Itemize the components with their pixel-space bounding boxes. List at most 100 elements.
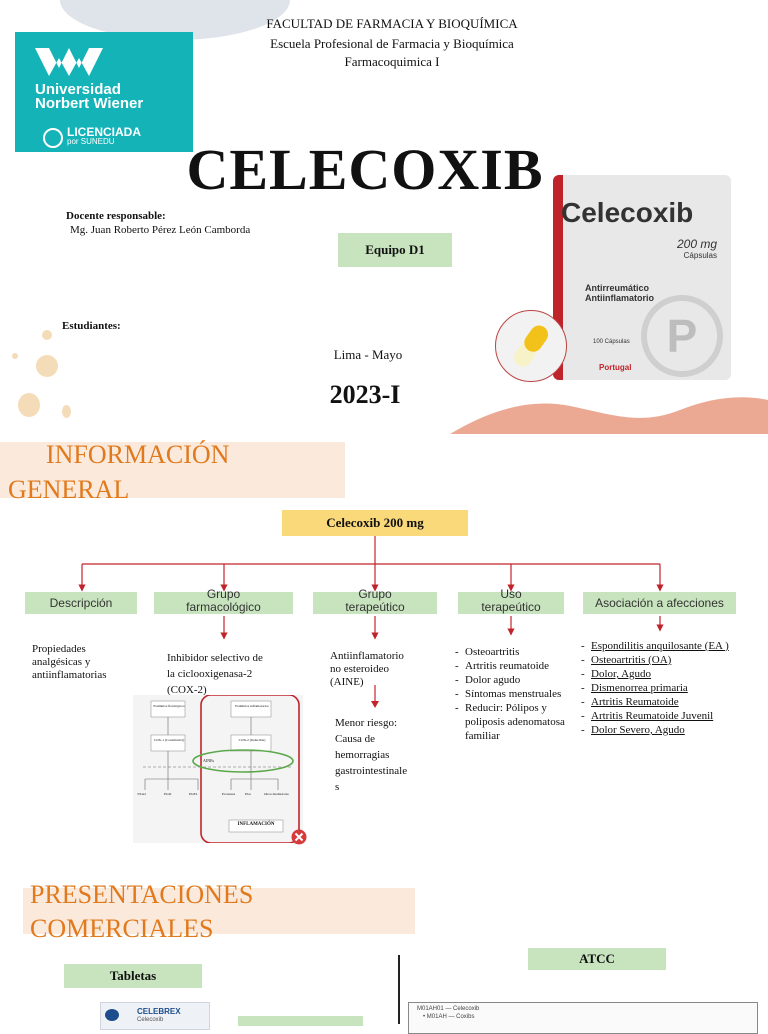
box-brand: Celecoxib (561, 197, 694, 228)
list-item: Artritis Reumatoide (581, 695, 741, 709)
flow-root: Celecoxib 200 mg (282, 510, 468, 536)
afeccion-label: Espondilitis anquilosante (EA ) (591, 640, 729, 652)
atcc-label: ATCC (528, 948, 666, 970)
descripcion-line: Propiedades (32, 643, 86, 655)
logo-licensed-line1: LICENCIADA (67, 125, 141, 139)
afecciones-list: Espondilitis anquilosante (EA ) Osteoart… (581, 639, 741, 737)
grupo-farmacologico-line: Inhibidor selectivo de (167, 652, 263, 664)
atcc-line: M01AH01 — Celecoxib (417, 1006, 480, 1012)
section-presentaciones-bg (23, 888, 415, 934)
diagram-bottom-left-1: TXA2 (137, 792, 146, 796)
tabletas-label: Tabletas (64, 964, 202, 988)
box-indication-2: Antiinflamatorio (585, 293, 654, 303)
diagram-inflammation-box: INFLAMACIÓN (237, 822, 275, 827)
logo-university-line1: Universidad (35, 81, 121, 98)
green-label-partial (238, 1016, 363, 1026)
capsule-image (495, 310, 567, 382)
flow-box-label: farmacológico (186, 600, 261, 614)
decorative-dot (42, 330, 52, 340)
flow-box-label: Descripción (49, 596, 113, 610)
flow-box-grupo-terapeutico: Grupo terapeútico (313, 588, 437, 614)
university-logo: Universidad Norbert Wiener LICENCIADA po… (15, 32, 193, 152)
celebrex-brand: CELEBREX (137, 1007, 181, 1016)
logo-university-line2: Norbert Wiener (35, 95, 144, 112)
teacher-label: Docente responsable: (66, 210, 166, 222)
flow-connectors (78, 536, 664, 640)
grupo-farmacologico-text: Inhibidor selectivo de la ciclooxigenasa… (167, 650, 302, 698)
diagram-oval-label: AINEs (203, 758, 215, 763)
flow-box-asociacion: Asociación a afecciones (583, 592, 736, 614)
celecoxib-box-image: Celecoxib 200 mg Cápsulas Antirreumático… (553, 175, 731, 380)
afeccion-label: Dolor Severo, Agudo (591, 724, 685, 736)
decorative-dot (12, 353, 18, 359)
grupo-farmacologico-line: (COX-2) (167, 684, 207, 696)
flow-box-label: Grupo (206, 587, 241, 601)
grupo-terapeutico-line: no esteroideo (330, 663, 389, 675)
descripcion-line: analgésicas y (32, 656, 91, 668)
section-info-bg (0, 442, 345, 498)
teacher-name: Mg. Juan Roberto Pérez León Camborda (70, 224, 251, 236)
list-item: Espondilitis anquilosante (EA ) (581, 639, 741, 653)
list-item: Dolor agudo (455, 673, 565, 687)
list-item: Osteoartritis (455, 645, 565, 659)
afeccion-label: Artritis Reumatoide (591, 696, 679, 708)
menor-riesgo-text: Menor riesgo: Causa de hemorragias gastr… (335, 715, 425, 795)
box-red-stripe (553, 175, 563, 380)
grupo-farmacologico-line: la ciclooxigenasa-2 (167, 668, 253, 680)
faculty-title: FACULTAD DE FARMACIA Y BIOQUÍMICA (266, 16, 518, 31)
afeccion-label: Dolor, Agudo (591, 668, 652, 680)
diagram-left-mid: COX-1 (Constitutiva) (153, 738, 185, 742)
course-title: Farmacoquimica I (344, 54, 440, 69)
decorative-wave (450, 397, 768, 434)
box-form: Cápsulas (683, 251, 717, 260)
list-item: Osteoartritis (OA) (581, 653, 741, 667)
decorative-dot (62, 405, 71, 418)
menor-riesgo-line: s (335, 781, 340, 793)
list-item: Artritis Reumatoide Juvenil (581, 709, 741, 723)
flow-box-label: Grupo (358, 587, 392, 601)
grupo-terapeutico-line: Antiinflamatorio (330, 650, 404, 662)
pfizer-logo-icon (105, 1009, 119, 1021)
section-presentaciones-title-line2: COMERCIALES (30, 914, 214, 943)
flow-box-label: Asociación a afecciones (595, 596, 724, 610)
flow-box-label: terapeútico (481, 600, 541, 614)
menor-riesgo-line: gastrointestinale (335, 765, 408, 777)
flow-box-grupo-farmacologico: Grupo farmacológico (154, 588, 293, 614)
menor-riesgo-line: Causa de (335, 733, 376, 745)
section-info-title-line1: INFORMACIÓN (46, 440, 230, 469)
university-mark-icon (35, 48, 103, 76)
descripcion-line: antiinflamatorias (32, 669, 107, 681)
afeccion-label: Dismenorrea primaria (591, 682, 688, 694)
students-label: Estudiantes: (62, 320, 121, 332)
flow-box-descripcion: Descripción (25, 592, 137, 614)
close-x-icon (291, 829, 307, 845)
list-item: Dolor Severo, Agudo (581, 723, 741, 737)
flow-box-label: terapeútico (345, 600, 405, 614)
grupo-terapeutico-line: (AINE) (330, 676, 364, 688)
grupo-terapeutico-text: Antiinflamatorio no esteroideo (AINE) (330, 650, 425, 689)
celebrex-box-image: CELEBREX Celecoxib (100, 1002, 210, 1030)
celebrex-sub: Celecoxib (137, 1017, 164, 1023)
list-item: Dolor, Agudo (581, 667, 741, 681)
diagram-bottom-left-3: PGE2 (189, 792, 198, 796)
menor-riesgo-line: hemorragias (335, 749, 390, 761)
menor-riesgo-line: Menor riesgo: (335, 717, 398, 729)
box-indication-1: Antirreumático (585, 283, 650, 293)
box-maker-logo: P (641, 295, 723, 377)
decorative-dot (36, 355, 58, 377)
cox-diagram-svg (143, 694, 300, 844)
list-item: Dismenorrea primaria (581, 681, 741, 695)
diagram-right-top: Estímulos inflamatorios (235, 704, 269, 708)
diagram-bottom-right-1: Proteasas (222, 792, 236, 796)
logo-licensed-line2: por SUNEDU (67, 137, 115, 146)
diagram-bottom-right-2: PGs (245, 792, 251, 796)
flow-box-uso-terapeutico: Uso terapeútico (458, 588, 564, 614)
cox-mechanism-diagram: Estimulos fisiológicos Estímulos inflama… (133, 694, 303, 844)
list-item: Artritis reumatoide (455, 659, 565, 673)
box-maker: Portugal (599, 363, 632, 372)
page-title: CELECOXIB (186, 137, 544, 202)
school-title: Escuela Profesional de Farmacia y Bioquí… (270, 36, 514, 51)
academic-period: 2023-I (329, 380, 401, 409)
team-badge: Equipo D1 (338, 233, 452, 267)
list-item: Síntomas menstruales (455, 687, 565, 701)
